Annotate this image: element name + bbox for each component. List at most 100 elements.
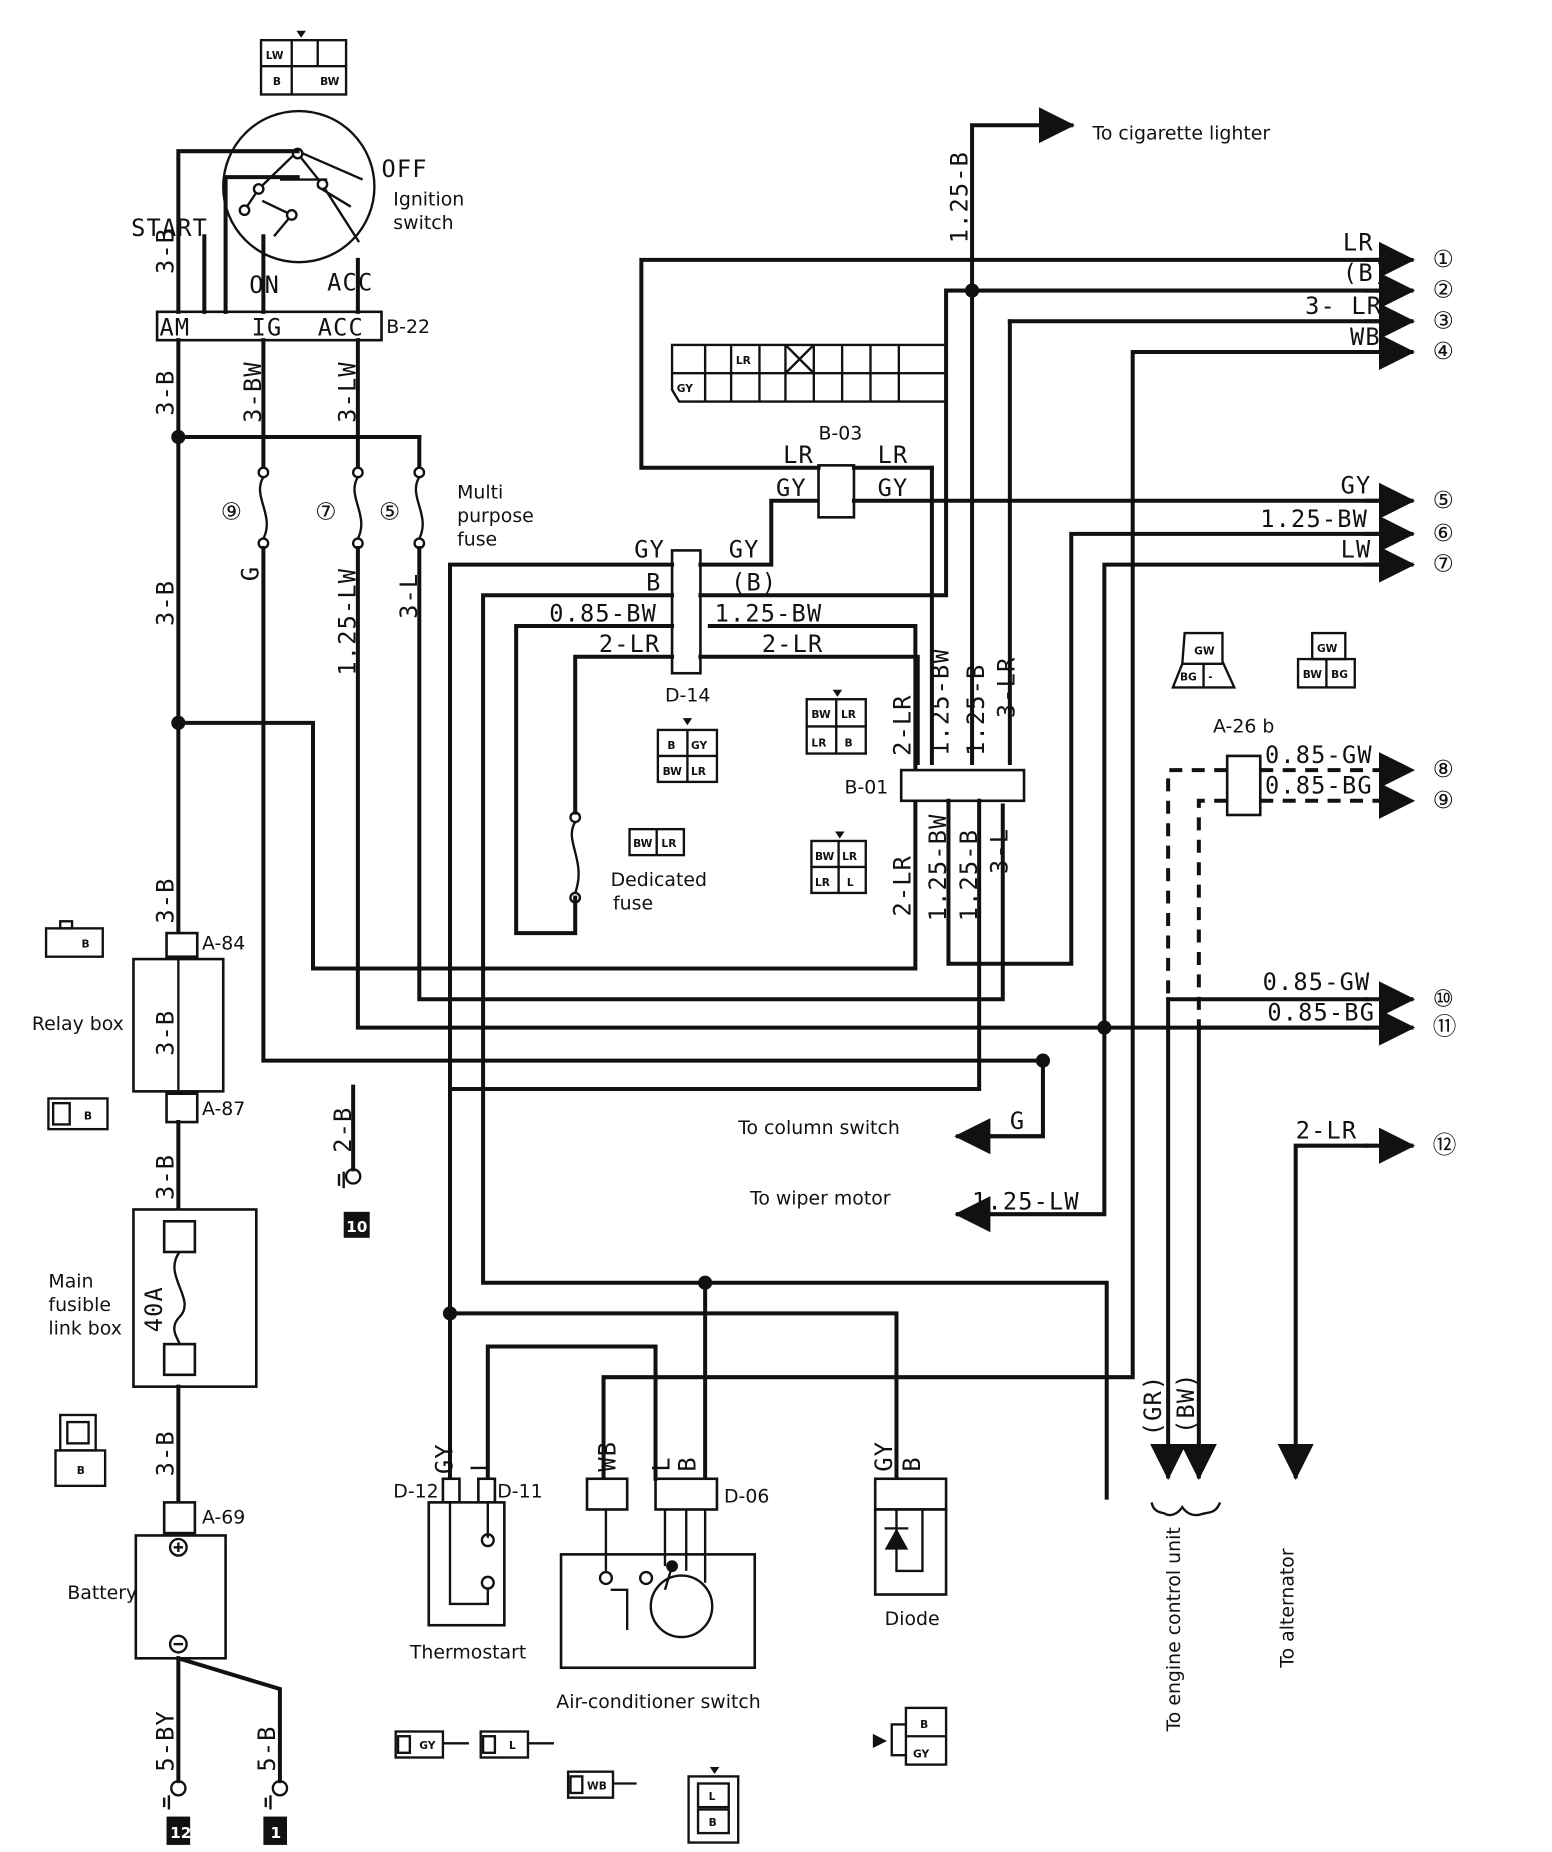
d14-pin-bw: BW xyxy=(663,765,683,778)
b01b-pin-l: L xyxy=(847,876,854,889)
lbl-v-125bw-bot: 1.25-BW xyxy=(924,813,952,921)
pin-b: B xyxy=(273,75,281,88)
lbl-gy-di: GY xyxy=(870,1441,898,1472)
a26-face-left: GW BG - xyxy=(1171,631,1237,689)
d14-label: D-14 xyxy=(665,685,710,707)
fuse-7-number: ⑦ xyxy=(315,498,337,526)
out-8-num: ⑧ xyxy=(1433,755,1455,783)
lbl-link-3b: 3-B xyxy=(152,1154,180,1200)
d14-pin-lr: LR xyxy=(691,765,706,778)
multi-fuse-label-1: Multi xyxy=(457,481,503,503)
lbl-lr-b03-left: LR xyxy=(783,441,814,469)
lbl-v-125b-top: 1.25-B xyxy=(962,664,990,756)
lbl-g-column: G xyxy=(1010,1107,1025,1135)
ground-1-number: 1 xyxy=(270,1824,281,1842)
a26r-pin-gw: GW xyxy=(1317,642,1338,655)
b01b-pin-bw: BW xyxy=(815,850,835,863)
out-1-wire: LR xyxy=(1343,228,1374,256)
lbl-v-3l-bot: 3-L xyxy=(986,828,1014,874)
lbl-l-ac: L xyxy=(648,1456,676,1471)
d12-label: D-12 xyxy=(393,1481,438,1503)
out-5-num: ⑤ xyxy=(1433,486,1455,514)
relay-box-label: Relay box xyxy=(32,1013,124,1035)
switch-title-1: Ignition xyxy=(393,189,464,211)
a84-label: A-84 xyxy=(202,933,245,955)
lbl-2lr-left: 2-LR xyxy=(599,630,661,658)
b01t-pin-lr2: LR xyxy=(811,736,826,749)
out-6-num: ⑥ xyxy=(1433,519,1455,547)
thermostart: D-12 D-11 Thermostart GY L xyxy=(393,1443,542,1663)
fuse-9-number: ⑨ xyxy=(221,498,243,526)
to-column-switch: To column switch xyxy=(737,1117,900,1139)
lbl-gy-d14: GY xyxy=(634,535,665,563)
multi-purpose-fuses: ⑨ ⑦ ⑤ Multi purpose fuse xyxy=(221,466,534,551)
lbl-wb-ac: WB xyxy=(593,1441,621,1472)
meter-pin-lr: LR xyxy=(736,354,751,367)
a26-face-right: GW BW BG xyxy=(1296,631,1356,689)
dedicated-fuse: Dedicated fuse BW LR xyxy=(569,811,707,914)
out-4-num: ④ xyxy=(1433,337,1455,365)
lbl-gy-ts: GY xyxy=(430,1443,458,1474)
dedicated-fuse-label-1: Dedicated xyxy=(611,869,707,891)
a26r-pin-bw: BW xyxy=(1303,668,1323,681)
ground-12: 12 xyxy=(162,1779,191,1845)
a69-pin: B xyxy=(77,1464,85,1477)
lbl-batt-3b: 3-B xyxy=(152,1430,180,1476)
out-4-wire: WB xyxy=(1350,323,1381,351)
lbl-v-3lr-top: 3-LR xyxy=(993,657,1021,719)
relay-connector-face-top: B xyxy=(44,920,104,958)
a26l-pin-gw: GW xyxy=(1194,644,1215,657)
diode-label: Diode xyxy=(885,1608,940,1630)
out-3-wire: 3- LR xyxy=(1305,292,1382,320)
lbl-125b-cig: 1.25-B xyxy=(945,151,973,243)
relay-box: A-84 A-87 Relay box 3-B 3-B B B xyxy=(32,877,245,1131)
pin-lw: LW xyxy=(266,49,284,62)
out-7-wire: LW xyxy=(1341,535,1372,563)
out-9-num: ⑨ xyxy=(1433,786,1455,814)
d14-pin-b: B xyxy=(667,739,675,752)
d14-connector xyxy=(670,549,702,675)
b03-label: B-03 xyxy=(819,422,863,444)
ground-12-number: 12 xyxy=(170,1824,191,1842)
to-alternator: To alternator xyxy=(1276,1548,1298,1669)
b01-label: B-01 xyxy=(845,777,889,799)
b01-connector xyxy=(899,768,1026,803)
ts-face-l: L xyxy=(509,1739,516,1752)
diode-face-gy: GY xyxy=(913,1748,929,1761)
lbl-gy-b03-right: GY xyxy=(878,474,909,502)
fusible-link-rating: 40A xyxy=(140,1286,168,1332)
battery: A-69 Battery xyxy=(67,1501,245,1660)
diode-connector-face: B GY xyxy=(872,1706,948,1766)
out-12-num: ⑫ xyxy=(1433,1131,1458,1159)
b01t-pin-b: B xyxy=(845,736,853,749)
d14-connector-face: B GY BW LR xyxy=(656,718,719,784)
a26r-pin-bg: BG xyxy=(1331,668,1348,681)
out-2-wire: (B) xyxy=(1343,259,1389,287)
air-conditioner-switch: Air-conditioner switch D-06 WB L B xyxy=(556,1441,769,1713)
lbl-v-125bw-top: 1.25-BW xyxy=(926,648,954,756)
multi-fuse-label-2: purpose xyxy=(457,505,534,527)
lbl-b-di: B xyxy=(898,1456,926,1471)
b01-face-top: BW LR LR B xyxy=(805,689,867,755)
a26l-pin-bg: BG xyxy=(1180,670,1197,683)
thermostart-connector-faces: GY L xyxy=(394,1730,554,1759)
meter-pin-gy: GY xyxy=(677,382,693,395)
b03-connector xyxy=(817,464,856,519)
b01b-pin-lr: LR xyxy=(842,850,857,863)
pos-start: START xyxy=(131,214,208,242)
diode-face-b: B xyxy=(920,1718,928,1731)
to-engine-control-unit: To engine control unit xyxy=(1163,1527,1185,1732)
lbl-3b-mid: 3-B xyxy=(152,580,180,626)
lbl-5by: 5-BY xyxy=(152,1710,180,1772)
pin-bw: BW xyxy=(320,75,340,88)
b01t-pin-bw: BW xyxy=(811,708,831,721)
b01b-pin-lr2: LR xyxy=(815,876,830,889)
dedicated-fuse-face: BW LR xyxy=(628,827,686,857)
a26b-label: A-26 b xyxy=(1213,715,1274,737)
lbl-bw-paren: (BW) xyxy=(1172,1372,1200,1434)
d11-label: D-11 xyxy=(497,1481,542,1503)
link-connector-face: B xyxy=(54,1413,107,1488)
lbl-125bw: 1.25-BW xyxy=(715,599,823,627)
lbl-am-3b: 3-B xyxy=(152,228,180,274)
